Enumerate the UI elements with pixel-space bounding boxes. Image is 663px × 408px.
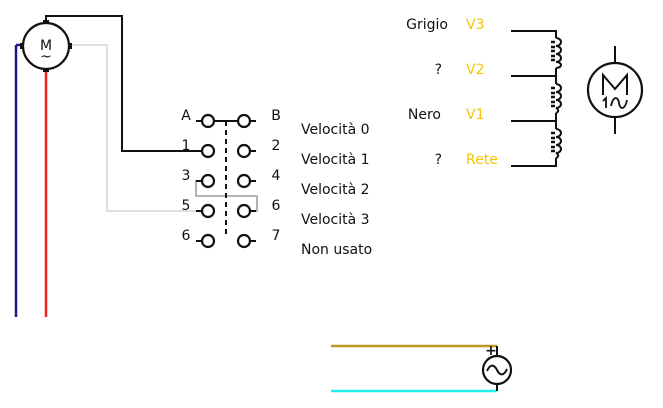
motor-small-icon: M ~	[20, 20, 72, 72]
speed-label: Velocità 2	[301, 182, 370, 198]
switch-label-left: 6	[182, 228, 191, 244]
contact-2	[236, 143, 256, 159]
switch-label-right: 2	[272, 138, 281, 154]
ac-source-plus: +	[485, 343, 497, 359]
switch-label-right: 7	[272, 228, 281, 244]
switch-label-left: 3	[182, 168, 191, 184]
speed-label: Velocità 0	[301, 122, 370, 138]
contact-5	[196, 203, 216, 219]
contact-7	[236, 233, 256, 249]
switch-label-right: 6	[272, 198, 281, 214]
speed-label: Velocità 1	[301, 152, 370, 168]
switch-contacts	[196, 113, 256, 249]
wire-gray-motor-to-switch-5	[70, 44, 196, 212]
wire-black-motor-to-switch-1	[45, 15, 196, 152]
winding-leads	[511, 30, 557, 167]
switch-label-right: B	[271, 108, 281, 124]
coil-icon	[551, 37, 562, 159]
motor-large-icon: 1~	[586, 46, 644, 134]
contact-6-left	[196, 233, 216, 249]
motor-small-symbol: M	[40, 38, 52, 54]
winding-wire-color: Grigio	[406, 17, 448, 33]
speed-label: Non usato	[301, 242, 372, 258]
winding-tap: V1	[466, 107, 484, 123]
ac-source-icon: +	[481, 343, 513, 391]
contact-1	[196, 143, 216, 159]
winding-tap: V3	[466, 17, 484, 33]
switch-label-left: 1	[182, 138, 191, 154]
contact-a	[196, 113, 216, 129]
contact-3	[196, 173, 216, 189]
motor-small-sub: ~	[40, 49, 52, 65]
winding-wire-color: Nero	[408, 107, 441, 123]
winding-tap: V2	[466, 62, 484, 78]
contact-b	[236, 113, 256, 129]
switch-label-left: 5	[182, 198, 191, 214]
switch-label-left: A	[181, 108, 191, 124]
winding-tap: Rete	[466, 152, 498, 168]
contact-6-right	[236, 203, 256, 219]
winding-wire-color: ?	[435, 62, 442, 78]
speed-label: Velocità 3	[301, 212, 370, 228]
switch-label-right: 4	[272, 168, 281, 184]
contact-4	[236, 173, 256, 189]
winding-wire-color: ?	[435, 152, 442, 168]
